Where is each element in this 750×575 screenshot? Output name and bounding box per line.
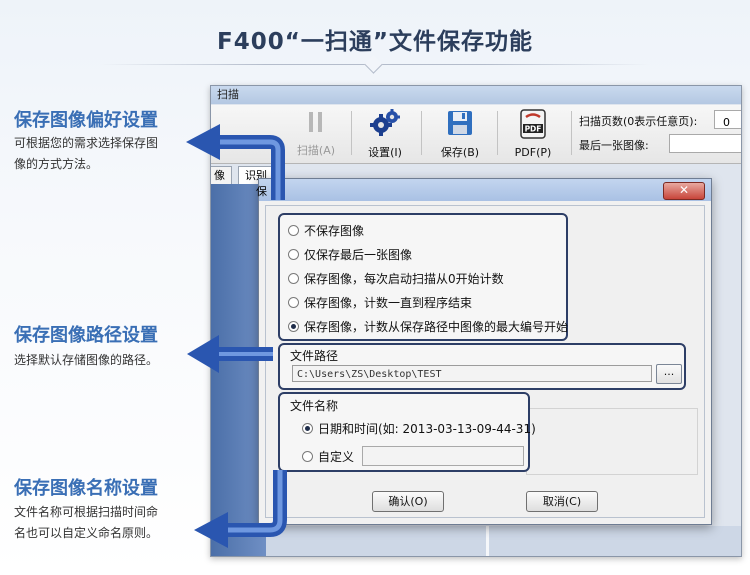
scan-button[interactable]: 扫描(A) [281,109,351,158]
radio-icon [288,297,299,308]
feature-title-name: 保存图像名称设置 [14,478,158,499]
feature-title-preference: 保存图像偏好设置 [14,110,158,131]
floppy-disk-icon [448,111,472,135]
image-preview-area [211,184,266,556]
browse-button[interactable]: ... [656,364,682,384]
feature-desc-preference: 可根据您的需求选择保存图 像的方式方法。 [14,133,158,175]
arrow-name-icon [194,470,287,548]
radio-label: 不保存图像 [304,224,365,238]
feature-desc-name: 文件名称可根据扫描时间命 名也可以自定义命名原则。 [14,502,158,544]
last-image-label: 最后一张图像: [579,139,649,152]
scan-count-label: 扫描页数(0表示任意页): [579,115,698,128]
radio-label: 保存图像，每次启动扫描从0开始计数 [304,272,504,286]
radio-icon [288,273,299,284]
radio-icon [302,451,313,462]
panel-divider [486,526,489,556]
radio-label: 仅保存最后一张图像 [304,248,413,262]
cancel-button[interactable]: 取消(C) [526,491,598,512]
settings-button[interactable]: 设置(I) [356,109,414,160]
pause-icon [309,112,322,132]
headline-divider-notch [364,55,383,74]
radio-selected-icon [302,423,313,434]
settings-button-label: 设置(I) [368,146,402,159]
name-group-frame [526,408,698,475]
radio-label: 保存图像，计数从保存路径中图像的最大编号开始 [304,320,569,334]
save-button-label: 保存(B) [440,146,480,159]
scan-count-input[interactable]: 0 [714,110,741,129]
save-settings-dialog: 保 ✕ 不保存图像 仅保存最后一张图像 保存图像，每次启动扫描从0开始计数 保存… [256,178,712,525]
radio-count-until-exit[interactable]: 保存图像，计数一直到程序结束 [288,294,472,311]
app-title: 扫描 [217,88,239,101]
file-path-title: 文件路径 [290,349,339,363]
arrow-path-icon [187,335,273,373]
dialog-title: 保 [256,185,267,198]
feature-desc-line: 选择默认存储图像的路径。 [14,353,159,367]
close-icon[interactable]: ✕ [663,182,705,200]
toolbar-separator [497,111,498,155]
feature-desc-line: 可根据您的需求选择保存图 [14,136,159,150]
app-titlebar: 扫描 [211,86,741,104]
gears-icon [370,109,400,136]
pdf-button[interactable]: PDF PDF(P) [503,109,563,159]
radio-name-datetime[interactable]: 日期和时间(如: 2013-03-13-09-44-31) [302,420,536,437]
toolbar-separator [571,111,572,155]
pdf-button-label: PDF(P) [514,146,552,159]
save-mode-group: 不保存图像 仅保存最后一张图像 保存图像，每次启动扫描从0开始计数 保存图像，计… [278,213,568,341]
custom-name-input[interactable] [362,446,524,466]
ok-button[interactable]: 确认(O) [372,491,444,512]
toolbar-separator [351,111,352,155]
feature-desc-line: 文件名称可根据扫描时间命 [14,505,159,519]
tab-image[interactable]: 像 [211,166,232,184]
radio-name-custom[interactable]: 自定义 [302,448,354,465]
radio-icon [288,225,299,236]
radio-count-from-max[interactable]: 保存图像，计数从保存路径中图像的最大编号开始 [288,318,568,335]
feature-desc-line: 名也可以自定义命名原则。 [14,526,159,540]
radio-selected-icon [288,321,299,332]
radio-label: 保存图像，计数一直到程序结束 [304,296,473,310]
radio-save-last-only[interactable]: 仅保存最后一张图像 [288,246,412,263]
radio-label: 自定义 [318,450,355,464]
last-image-field [669,134,741,153]
radio-icon [288,249,299,260]
feature-desc-path: 选择默认存储图像的路径。 [14,350,158,371]
file-name-title: 文件名称 [290,399,339,413]
page-headline: F400“一扫通”文件保存功能 [217,29,533,55]
radio-no-save[interactable]: 不保存图像 [288,222,364,239]
file-name-group: 文件名称 日期和时间(如: 2013-03-13-09-44-31) 自定义 [278,392,536,472]
radio-label: 日期和时间(如: 2013-03-13-09-44-31) [318,422,536,436]
pdf-icon-text: PDF [525,125,542,134]
app-toolbar: 扫描(A) 设置(I) 保存(B) [211,105,741,164]
bottom-panel [266,526,741,556]
scan-button-label: 扫描(A) [296,144,336,157]
file-path-input[interactable]: C:\Users\ZS\Desktop\TEST [292,365,652,382]
save-button[interactable]: 保存(B) [429,109,491,160]
file-path-group: 文件路径 C:\Users\ZS\Desktop\TEST ... [278,343,686,390]
toolbar-separator [421,111,422,155]
dialog-body: 不保存图像 仅保存最后一张图像 保存图像，每次启动扫描从0开始计数 保存图像，计… [265,205,705,518]
feature-desc-line: 像的方式方法。 [14,157,99,171]
pdf-file-icon: PDF [520,109,546,139]
dialog-titlebar: 保 ✕ [256,179,711,201]
radio-reset-count-each-scan[interactable]: 保存图像，每次启动扫描从0开始计数 [288,270,504,287]
feature-title-path: 保存图像路径设置 [14,325,158,346]
scan-count-value: 0 [723,116,730,129]
arrow-preference-icon [186,124,285,200]
